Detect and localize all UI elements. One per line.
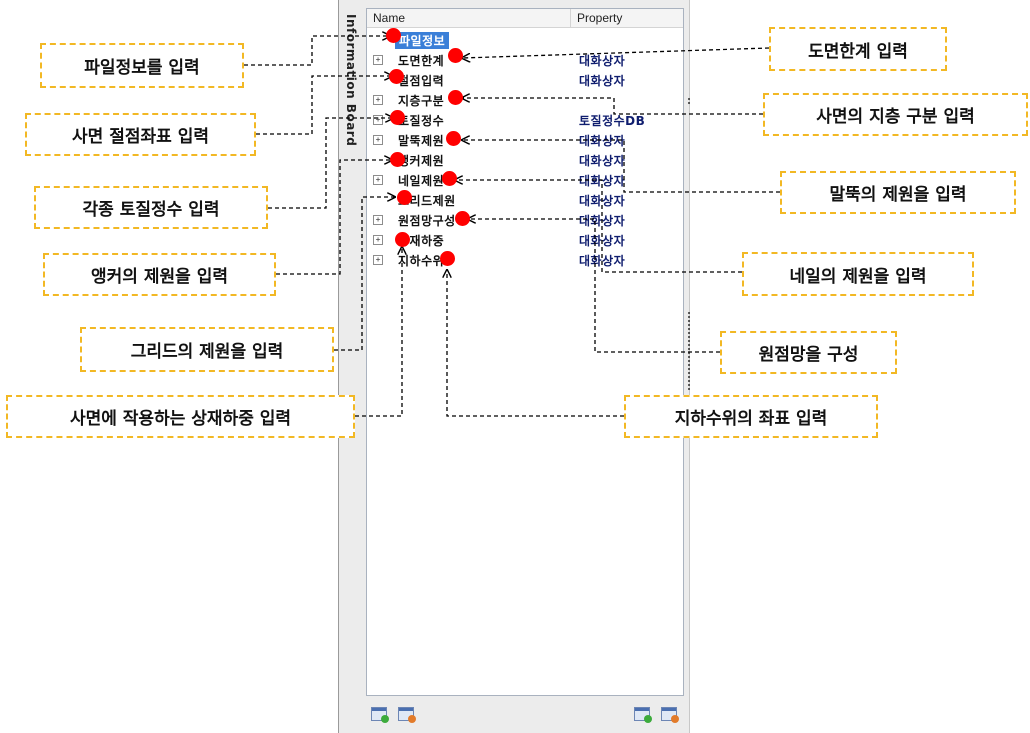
tree-header: Name Property [367,9,683,28]
row-name: 원점망구성 [398,214,456,228]
row-name: 앵커제원 [398,154,445,168]
tree-row-node-input[interactable]: 절점입력 대화상자 [367,70,683,90]
row-property[interactable]: 대화상자 [579,54,626,68]
tree-row-soil-params[interactable]: + 토질정수 토질정수DB [367,110,683,130]
tree-row-file-info[interactable]: 파일정보 [367,30,683,50]
row-property[interactable]: 대화상자 [579,154,626,168]
column-header-property[interactable]: Property [577,11,623,25]
callout-slope-nodes: 사면 절점좌표 입력 [25,113,256,156]
tree-row-anchor[interactable]: 앵커제원 대화상자 [367,150,683,170]
column-divider[interactable] [570,9,571,27]
marker-node-input [389,69,404,84]
row-property[interactable]: 대화상자 [579,74,626,88]
callout-file-info: 파일정보를 입력 [40,43,244,88]
tree-row-drawing-limit[interactable]: + 도면한계 대화상자 [367,50,683,70]
row-property[interactable]: 대화상자 [579,134,626,148]
information-board-tab[interactable]: Information Board [344,14,364,174]
remove-property-icon[interactable] [661,707,679,723]
row-name: 파일정보 [395,32,450,49]
row-name: 토질정수 [398,114,445,128]
expand-icon[interactable]: + [373,175,383,185]
marker-water-table [440,251,455,266]
marker-drawing-limit [448,48,463,63]
expand-icon[interactable]: + [373,95,383,105]
marker-file-info [386,28,401,43]
remove-item-icon[interactable] [398,707,416,723]
row-name: 지층구분 [398,94,445,108]
callout-nail: 네일의 제원을 입력 [742,252,974,296]
tree-row-nail[interactable]: + 네일제원 대화상자 [367,170,683,190]
row-name: 도면한계 [398,54,445,68]
expand-icon[interactable]: + [373,215,383,225]
marker-pile [446,131,461,146]
marker-origin-grid [455,211,470,226]
property-tree[interactable]: Name Property 파일정보 + 도면한계 대화상자 절점입력 대화상자… [366,8,684,696]
callout-anchor: 앵커의 제원을 입력 [43,253,276,296]
callout-layers: 사면의 지층 구분 입력 [763,93,1028,136]
row-name: 네일제원 [398,174,445,188]
row-name: 절점입력 [398,74,445,88]
marker-grid [397,190,412,205]
expand-icon[interactable]: + [373,55,383,65]
expand-icon[interactable]: + [373,255,383,265]
marker-layers [448,90,463,105]
marker-surcharge [395,232,410,247]
add-item-icon[interactable] [371,707,389,723]
callout-drawing-limit: 도면한계 입력 [769,27,947,71]
row-name: 지하수위 [398,254,445,268]
tree-row-pile[interactable]: + 말뚝제원 대화상자 [367,130,683,150]
marker-soil-params [390,110,405,125]
callout-surcharge: 사면에 작용하는 상재하중 입력 [6,395,355,438]
row-property[interactable]: 토질정수DB [579,114,646,128]
callout-pile: 말뚝의 제원을 입력 [780,171,1016,214]
callout-soil-params: 각종 토질정수 입력 [34,186,268,229]
row-name: 그리드제원 [398,194,456,208]
column-header-name[interactable]: Name [373,11,406,25]
add-property-icon[interactable] [634,707,652,723]
row-name: 말뚝제원 [398,134,445,148]
marker-anchor [390,152,405,167]
tree-row-layers[interactable]: + 지층구분 [367,90,683,110]
marker-nail [442,171,457,186]
callout-water-table: 지하수위의 좌표 입력 [624,395,878,438]
expand-icon[interactable]: + [373,115,383,125]
expand-icon[interactable]: + [373,235,383,245]
callout-origin-grid: 원점망을 구성 [720,331,897,374]
expand-icon[interactable]: + [373,135,383,145]
callout-grid: 그리드의 제원을 입력 [80,327,334,372]
information-board-label: Information Board [344,14,358,147]
